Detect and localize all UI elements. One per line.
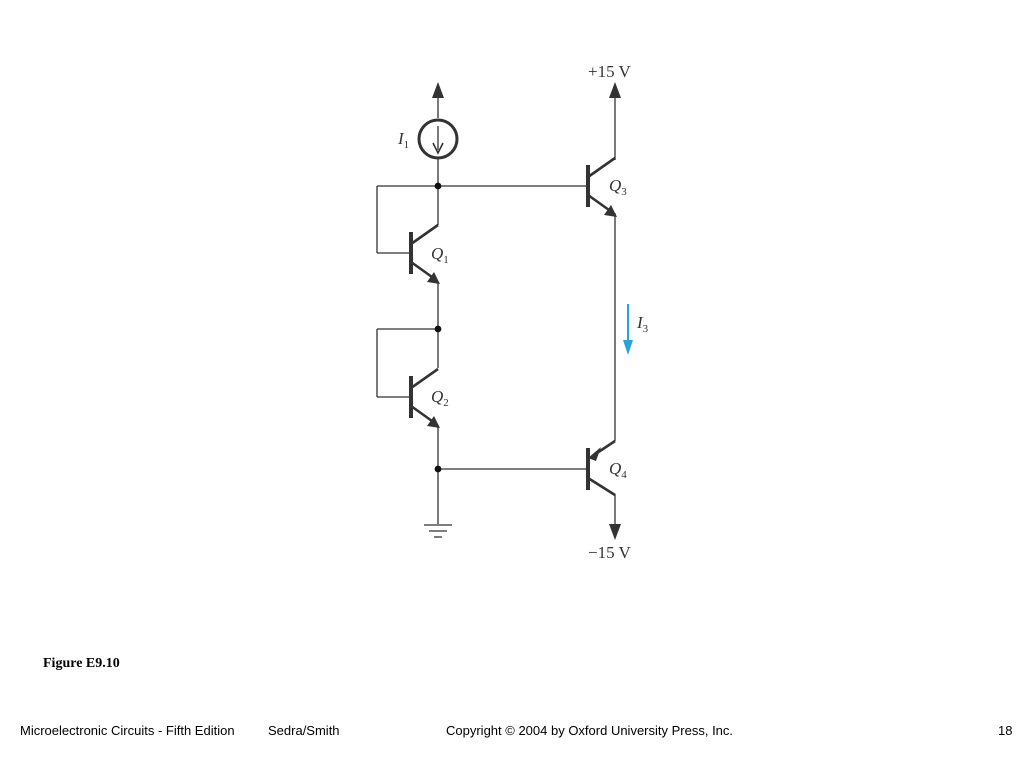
q2-label: Q2 — [431, 387, 449, 409]
supply-negative-label: −15 V — [588, 543, 632, 562]
q3-label: Q3 — [609, 176, 627, 198]
current-arrow-i3 — [623, 304, 633, 355]
junction-dots — [434, 182, 442, 473]
down-arrow-icon — [432, 142, 444, 155]
left-branch-wires — [376, 82, 587, 524]
transistor-q1 — [409, 223, 440, 284]
transistor-q2 — [409, 367, 440, 428]
top-arrow-icon — [432, 82, 444, 98]
emitter-arrow-icon — [588, 447, 601, 461]
ground-icon — [424, 524, 452, 538]
figure-caption: Figure E9.10 — [43, 656, 120, 671]
emitter-arrow-icon — [427, 272, 440, 284]
emitter-arrow-icon — [604, 205, 617, 217]
q4-label: Q4 — [609, 459, 627, 481]
footer-page-number: 18 — [998, 723, 1013, 738]
emitter-arrow-icon — [427, 416, 440, 428]
transistor-q3 — [586, 156, 617, 217]
i1-label: I1 — [397, 129, 409, 151]
transistor-q4 — [586, 439, 616, 497]
footer-authors: Sedra/Smith — [268, 723, 340, 738]
supply-positive-label: +15 V — [588, 62, 632, 81]
supply-positive-arrow-icon — [609, 82, 621, 98]
current-source-i1 — [417, 118, 459, 160]
footer-copyright: Copyright © 2004 by Oxford University Pr… — [446, 723, 734, 738]
right-branch-wires — [609, 82, 621, 540]
i3-label: I3 — [636, 313, 649, 335]
q1-label: Q1 — [431, 244, 449, 266]
supply-negative-arrow-icon — [609, 524, 621, 540]
i3-arrow-icon — [623, 340, 633, 355]
footer-book-title: Microelectronic Circuits - Fifth Edition — [20, 723, 235, 738]
